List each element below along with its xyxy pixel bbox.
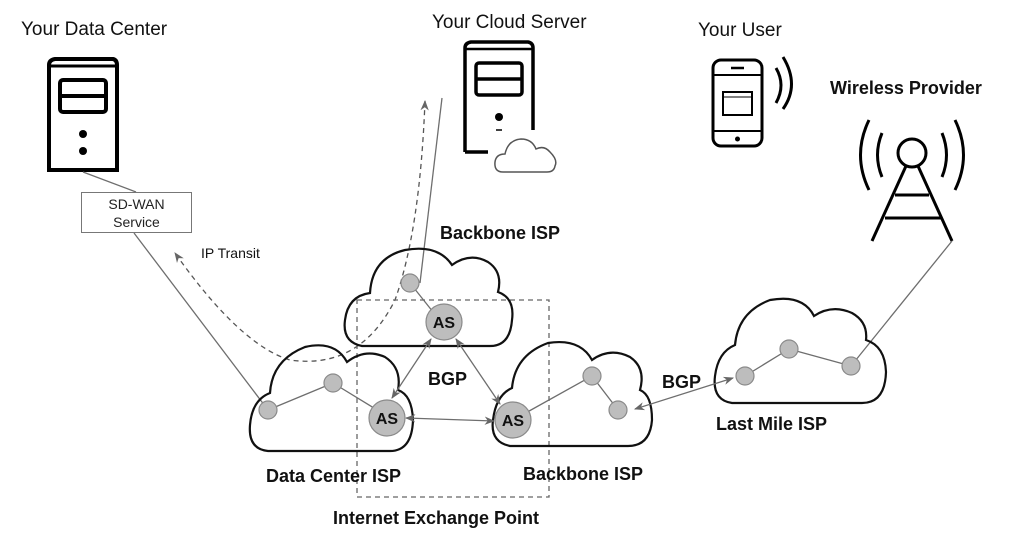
bgp-center-label: BGP bbox=[428, 369, 468, 389]
sdwan-line2: Service bbox=[113, 214, 160, 230]
cell-tower-icon bbox=[859, 119, 965, 242]
router-node bbox=[779, 339, 799, 359]
sdwan-line1: SD-WAN bbox=[108, 196, 165, 212]
bgp-arrow-right bbox=[455, 338, 501, 405]
router-node bbox=[258, 400, 278, 420]
as-label: AS bbox=[433, 315, 456, 332]
as-node-datacenter: AS bbox=[368, 399, 406, 437]
router-node bbox=[323, 373, 343, 393]
cloud-backbone-isp-bottom bbox=[491, 341, 654, 448]
bgp-arrow-left bbox=[391, 338, 432, 399]
bgp-arrow-lastmile bbox=[634, 376, 734, 411]
user-label: Your User bbox=[698, 20, 782, 41]
bgp-arrow-bottom bbox=[404, 414, 496, 425]
last-mile-isp-label: Last Mile ISP bbox=[716, 414, 828, 434]
bgp-right-label: BGP bbox=[662, 372, 702, 392]
router-node bbox=[735, 366, 755, 386]
as-node-backbone-top: AS bbox=[425, 303, 463, 341]
cloud-backbone-isp-top bbox=[343, 247, 514, 348]
tower-to-lastmile-line bbox=[850, 240, 953, 367]
router-nodes bbox=[258, 273, 861, 420]
ip-transit-label: IP Transit bbox=[201, 245, 260, 261]
server-icon bbox=[47, 57, 119, 172]
as-label: AS bbox=[502, 413, 525, 430]
as-node-backbone-bottom: AS bbox=[494, 401, 532, 439]
cloud-last-mile-isp bbox=[713, 297, 888, 405]
backbone-isp-top-label: Backbone ISP bbox=[440, 223, 561, 243]
router-node bbox=[608, 400, 628, 420]
cloud-data-center-isp bbox=[248, 344, 415, 453]
cloud-server-label: Your Cloud Server bbox=[432, 12, 587, 33]
data-center-label: Your Data Center bbox=[21, 19, 168, 40]
ixp-boundary bbox=[356, 299, 550, 498]
ip-transit-path bbox=[174, 99, 429, 362]
backbone-isp-bottom-label: Backbone ISP bbox=[523, 464, 644, 484]
cloud-server-icon bbox=[463, 40, 557, 173]
wireless-provider-label: Wireless Provider bbox=[830, 78, 982, 98]
router-node bbox=[400, 273, 420, 293]
router-node bbox=[841, 356, 861, 376]
sdwan-to-dcisp-line bbox=[133, 232, 269, 411]
connection-lines bbox=[82, 97, 953, 411]
smartphone-icon bbox=[711, 56, 793, 148]
router-node bbox=[582, 366, 602, 386]
datacenter-to-sdwan-line bbox=[82, 171, 137, 193]
sdwan-service-box: SD-WAN Service bbox=[81, 192, 192, 233]
data-center-isp-label: Data Center ISP bbox=[266, 466, 402, 486]
bgp-arrows bbox=[391, 338, 734, 425]
ixp-label: Internet Exchange Point bbox=[333, 508, 540, 528]
as-label: AS bbox=[376, 411, 399, 428]
